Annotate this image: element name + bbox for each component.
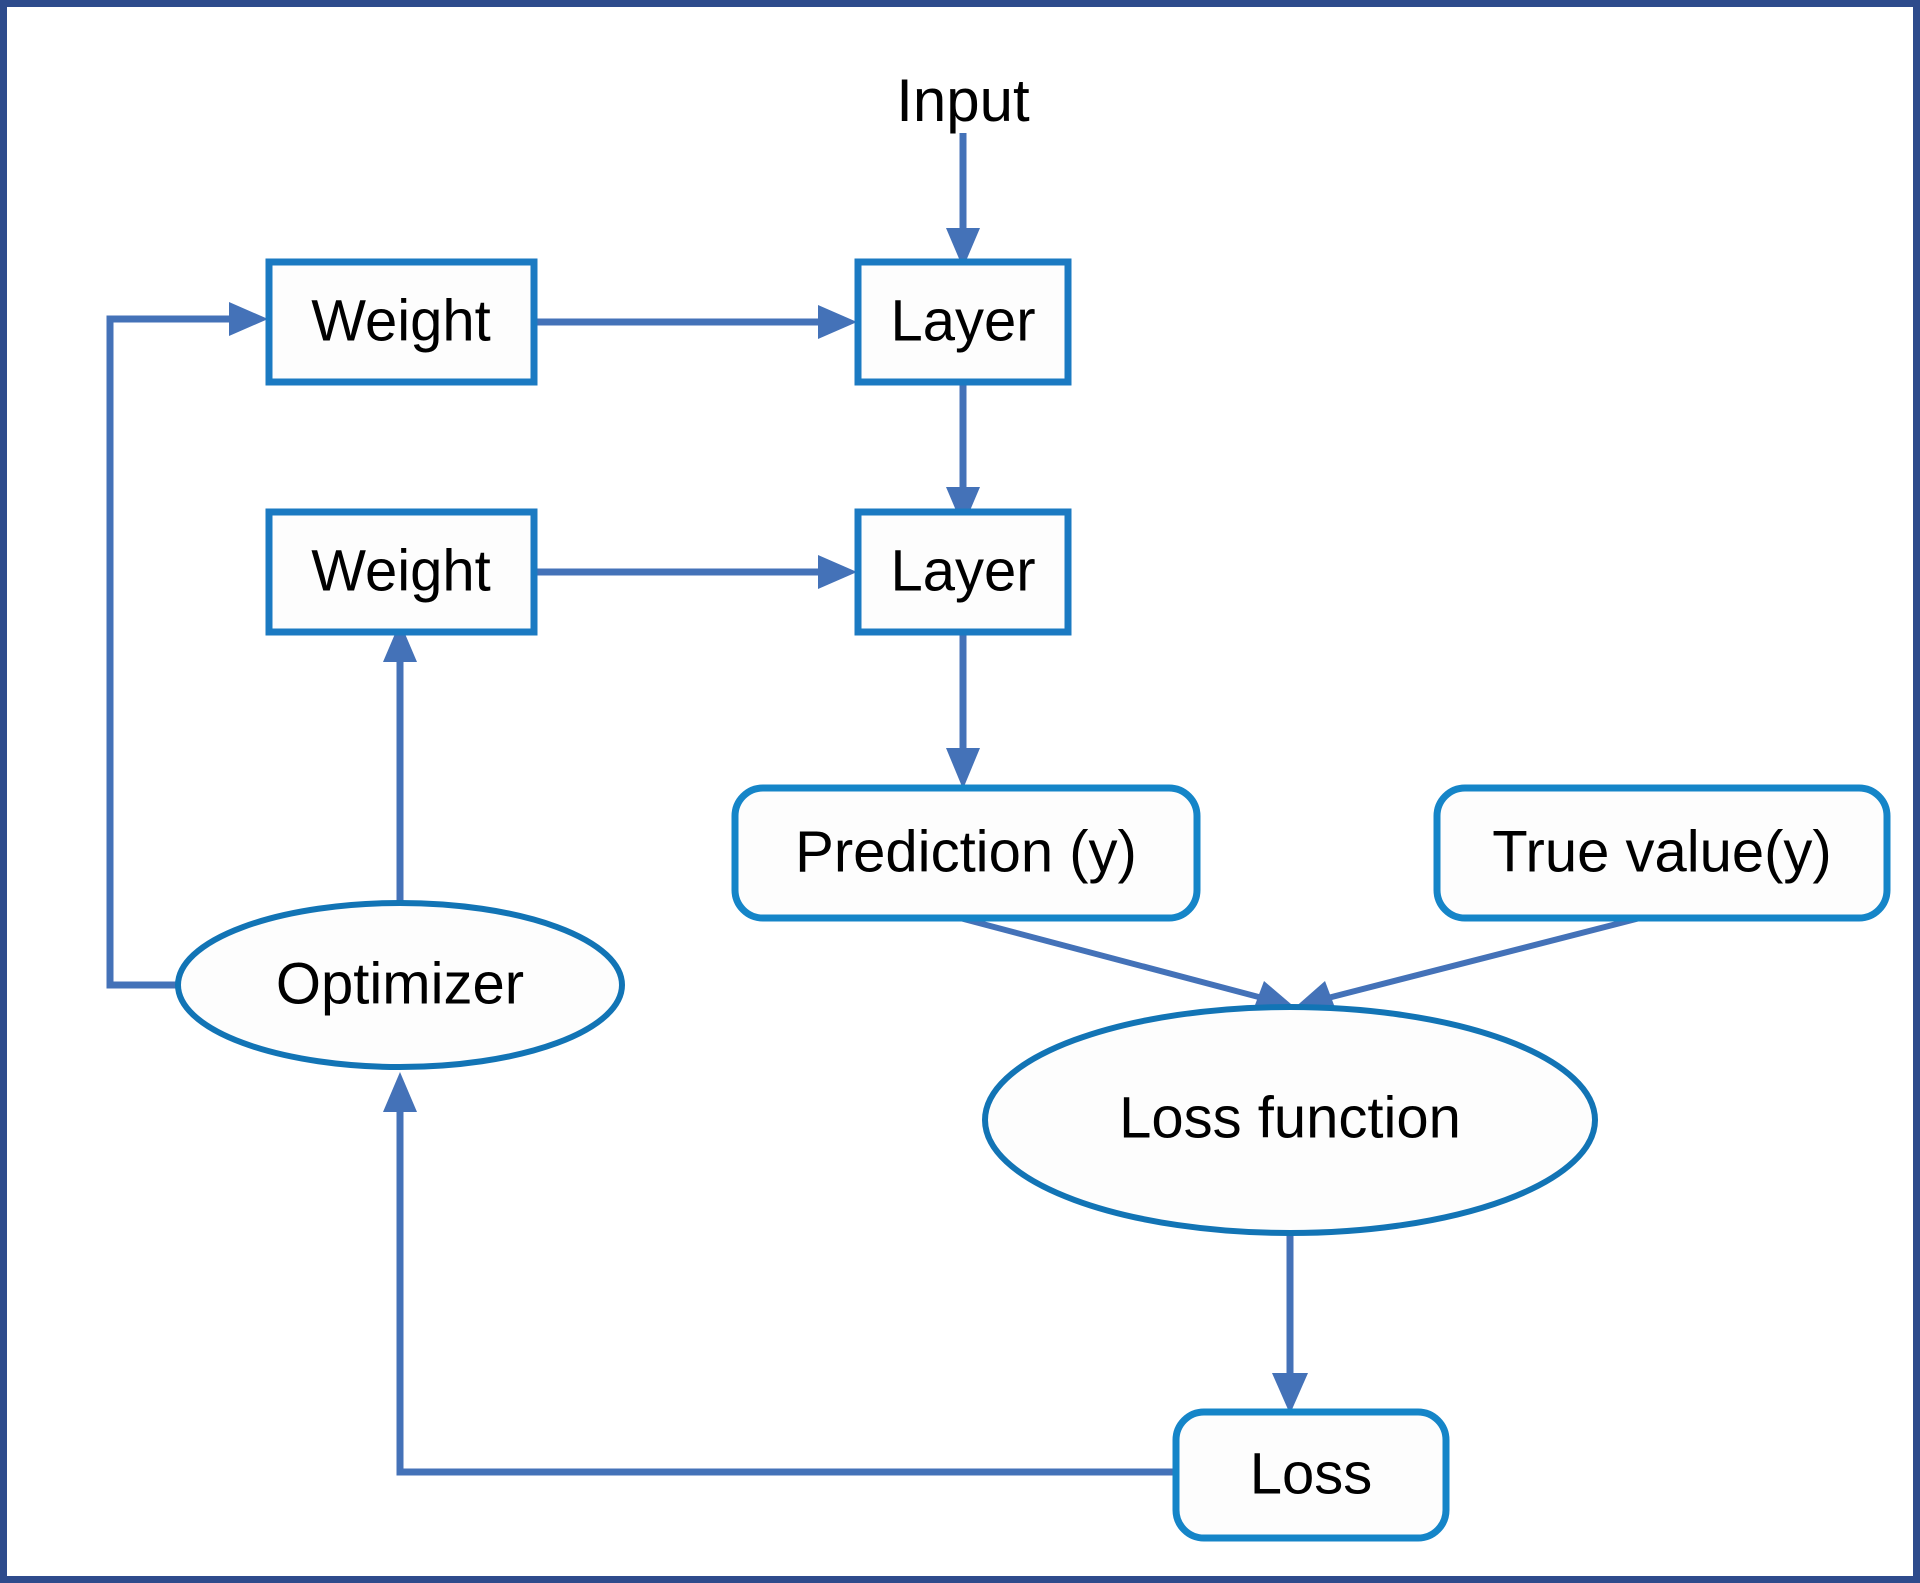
layer-top-label: Layer [890,288,1035,353]
edge-layer-top-to-layer-bottom [946,373,980,527]
edge-weight-top-to-layer-top [534,305,857,339]
weight-bottom-label: Weight [311,538,490,603]
edge-loss-to-optimizer [383,1072,1180,1476]
node-prediction[interactable]: Prediction (y) [731,784,1201,922]
node-weight-top[interactable]: Weight [265,258,538,386]
optimizer-label: Optimizer [276,951,524,1016]
layer-bottom-label: Layer [890,538,1035,603]
layer-top-box[interactable] [854,258,1072,386]
weight-top-label: Weight [311,288,490,353]
true-value-box[interactable] [1433,784,1891,922]
prediction-box[interactable] [731,784,1201,922]
loss-function-ellipse[interactable] [982,1004,1598,1236]
edge-optimizer-to-weight-bottom [383,622,417,905]
node-layer-top[interactable]: Layer [854,258,1072,386]
edge-optimizer-to-weight-top [106,302,268,989]
true-value-label: True value(y) [1492,819,1832,884]
optimizer-ellipse[interactable] [175,900,625,1070]
loss-box[interactable] [1172,1408,1450,1542]
node-loss-function[interactable]: Loss function [982,1004,1598,1236]
node-loss[interactable]: Loss [1172,1408,1450,1542]
input-label: Input [896,67,1030,134]
edge-input-to-layer-top [946,133,980,268]
loss-function-label: Loss function [1119,1085,1461,1150]
edge-prediction-to-loss-function [959,915,1298,1013]
weight-bottom-box[interactable] [265,508,538,636]
node-optimizer[interactable]: Optimizer [175,900,625,1070]
loss-label: Loss [1250,1441,1373,1506]
edge-layer-bottom-to-prediction [946,625,980,789]
prediction-label: Prediction (y) [795,819,1137,884]
layer-bottom-box[interactable] [854,508,1072,636]
node-layer-bottom[interactable]: Layer [854,508,1072,636]
edge-loss-function-to-loss [1272,1230,1308,1414]
edge-true-value-to-loss-function [1292,915,1641,1013]
node-weight-bottom[interactable]: Weight [265,508,538,636]
node-true-value[interactable]: True value(y) [1433,784,1891,922]
edge-weight-bottom-to-layer-bottom [534,555,857,589]
weight-top-box[interactable] [265,258,538,386]
